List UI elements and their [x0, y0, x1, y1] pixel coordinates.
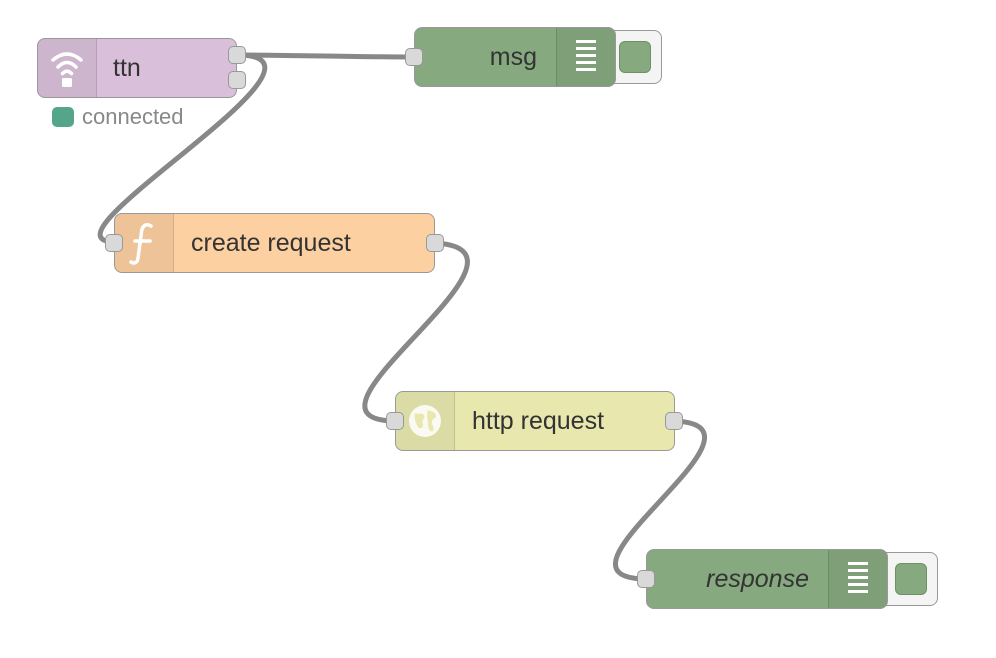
ttn-output-port-1[interactable]: [228, 46, 246, 64]
debug-list-icon: [848, 562, 868, 593]
msg-debug-node[interactable]: msg: [414, 27, 616, 87]
ttn-icon-area: [38, 39, 97, 97]
globe-icon: [409, 405, 441, 437]
response-debug-toggle-button[interactable]: [886, 552, 938, 606]
http-request-node[interactable]: http request: [395, 391, 675, 451]
wire-ttn-to-create-request[interactable]: [97, 52, 268, 245]
ttn-node[interactable]: ttn: [37, 38, 237, 98]
ttn-status: connected: [52, 104, 184, 130]
response-debug-node[interactable]: response: [646, 549, 888, 609]
debug-toggle-indicator: [619, 41, 651, 73]
wire-http-request-to-response[interactable]: [613, 418, 707, 582]
msg-node-label: msg: [489, 42, 537, 71]
create-request-node-label: create request: [191, 228, 351, 257]
create-request-icon-area: [115, 214, 174, 272]
http-request-icon-area: [396, 392, 455, 450]
ttn-status-text: connected: [82, 104, 184, 129]
function-icon: [129, 223, 153, 265]
wire-ttn-to-msg[interactable]: [234, 52, 417, 60]
response-icon-area: [828, 550, 887, 608]
response-input-port[interactable]: [637, 570, 655, 588]
debug-list-icon: [576, 40, 596, 71]
create-request-input-port[interactable]: [105, 234, 123, 252]
msg-icon-area: [556, 28, 615, 86]
create-request-output-port[interactable]: [426, 234, 444, 252]
response-node-label: response: [706, 564, 809, 593]
ttn-node-label: ttn: [113, 53, 141, 82]
http-request-output-port[interactable]: [665, 412, 683, 430]
debug-toggle-indicator: [895, 563, 927, 595]
status-dot-icon: [52, 107, 74, 127]
wifi-icon: [51, 52, 83, 87]
wire-create-request-to-http-request[interactable]: [362, 240, 470, 424]
create-request-function-node[interactable]: create request: [114, 213, 435, 273]
http-request-input-port[interactable]: [386, 412, 404, 430]
ttn-output-port-2[interactable]: [228, 71, 246, 89]
msg-input-port[interactable]: [405, 48, 423, 66]
msg-debug-toggle-button[interactable]: [610, 30, 662, 84]
http-request-node-label: http request: [472, 406, 605, 435]
